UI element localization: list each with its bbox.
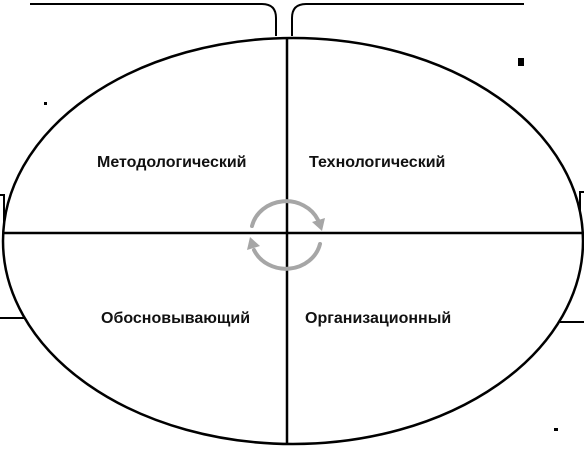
quadrant-label-methodological: Методологический: [97, 154, 247, 171]
cycle-arrows-icon: [247, 199, 325, 271]
frame-fragments: [0, 3, 584, 323]
quadrant-label-technological: Технологический: [309, 154, 446, 171]
top-bracket-left: [30, 3, 277, 36]
top-bracket-right: [291, 3, 524, 36]
edge-marks: [44, 58, 558, 431]
main-ellipse: [1, 36, 584, 446]
quadrant-label-organizational: Организационный: [305, 310, 452, 327]
quadrant-label-justifying: Обосновывающий: [101, 310, 251, 327]
